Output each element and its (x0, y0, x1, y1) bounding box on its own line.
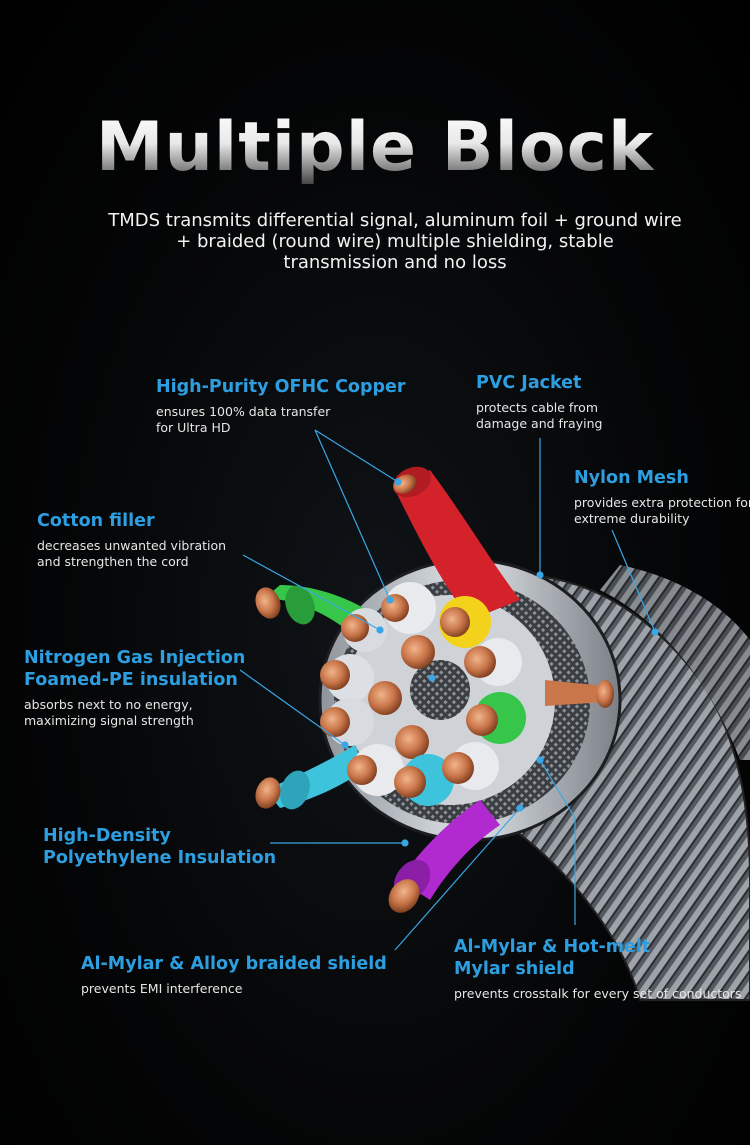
callout-copper-heading: High-Purity OFHC Copper (156, 377, 406, 397)
callout-braided-shield: Al-Mylar & Alloy braided shield prevents… (81, 953, 387, 997)
subtitle-line: + braided (round wire) multiple shieldin… (176, 231, 614, 252)
callout-pvc-description: protects cable from (476, 400, 598, 415)
cyan-conductor (255, 745, 365, 810)
callout-hdpe-insulation: High-Density Polyethylene Insulation (43, 825, 276, 869)
callout-cotton-heading: Cotton filler (37, 511, 155, 531)
subtitle-line: transmission and no loss (283, 252, 507, 273)
callout-copper-description: ensures 100% data transfer (156, 404, 331, 419)
callout-hotmelt-shield: Al-Mylar & Hot-melt Mylar shield prevent… (454, 936, 741, 1002)
callout-nitrogen-insulation: Nitrogen Gas Injection Foamed-PE insulat… (24, 647, 245, 729)
callout-hotmelt-heading: Mylar shield (454, 959, 575, 979)
callout-braided-description: prevents EMI interference (81, 981, 243, 996)
right-copper-conductor (545, 680, 614, 708)
purple-conductor (388, 800, 500, 913)
callout-nylon-mesh: Nylon Mesh provides extra protection for… (574, 467, 750, 527)
inner-conductor-pairs (320, 582, 526, 806)
callout-copper: High-Purity OFHC Copper ensures 100% dat… (156, 376, 406, 436)
callout-nitrogen-heading: Nitrogen Gas Injection (24, 648, 246, 668)
page-title: Multiple Block (0, 108, 750, 187)
callout-nylon-description: extreme durability (574, 511, 690, 526)
callout-nitrogen-heading: Foamed-PE insulation (24, 670, 238, 690)
subtitle-line: TMDS transmits differential signal, alum… (108, 210, 682, 231)
subtitle: TMDS transmits differential signal, alum… (95, 210, 695, 273)
callout-cotton-filler: Cotton filler decreases unwanted vibrati… (37, 510, 226, 570)
callout-hotmelt-description: prevents crosstalk for every set of cond… (454, 986, 742, 1001)
callout-pvc-description: damage and fraying (476, 416, 603, 431)
callout-nitrogen-description: maximizing signal strength (24, 713, 194, 728)
callout-hdpe-heading: High-Density (43, 826, 171, 846)
callout-nitrogen-description: absorbs next to no energy, (24, 697, 193, 712)
callout-hdpe-heading: Polyethylene Insulation (43, 848, 277, 868)
leader-lines (239, 429, 659, 951)
callout-cotton-description: and strengthen the cord (37, 554, 189, 569)
callout-pvc-heading: PVC Jacket (476, 373, 582, 393)
callout-nylon-description: provides extra protection for (574, 495, 750, 510)
callout-copper-description: for Ultra HD (156, 420, 231, 435)
callout-pvc-jacket: PVC Jacket protects cable from damage an… (476, 372, 602, 432)
callout-braided-heading: Al-Mylar & Alloy braided shield (81, 954, 387, 974)
callout-cotton-description: decreases unwanted vibration (37, 538, 227, 553)
callout-hotmelt-heading: Al-Mylar & Hot-melt (454, 937, 651, 957)
callout-nylon-heading: Nylon Mesh (574, 468, 689, 488)
